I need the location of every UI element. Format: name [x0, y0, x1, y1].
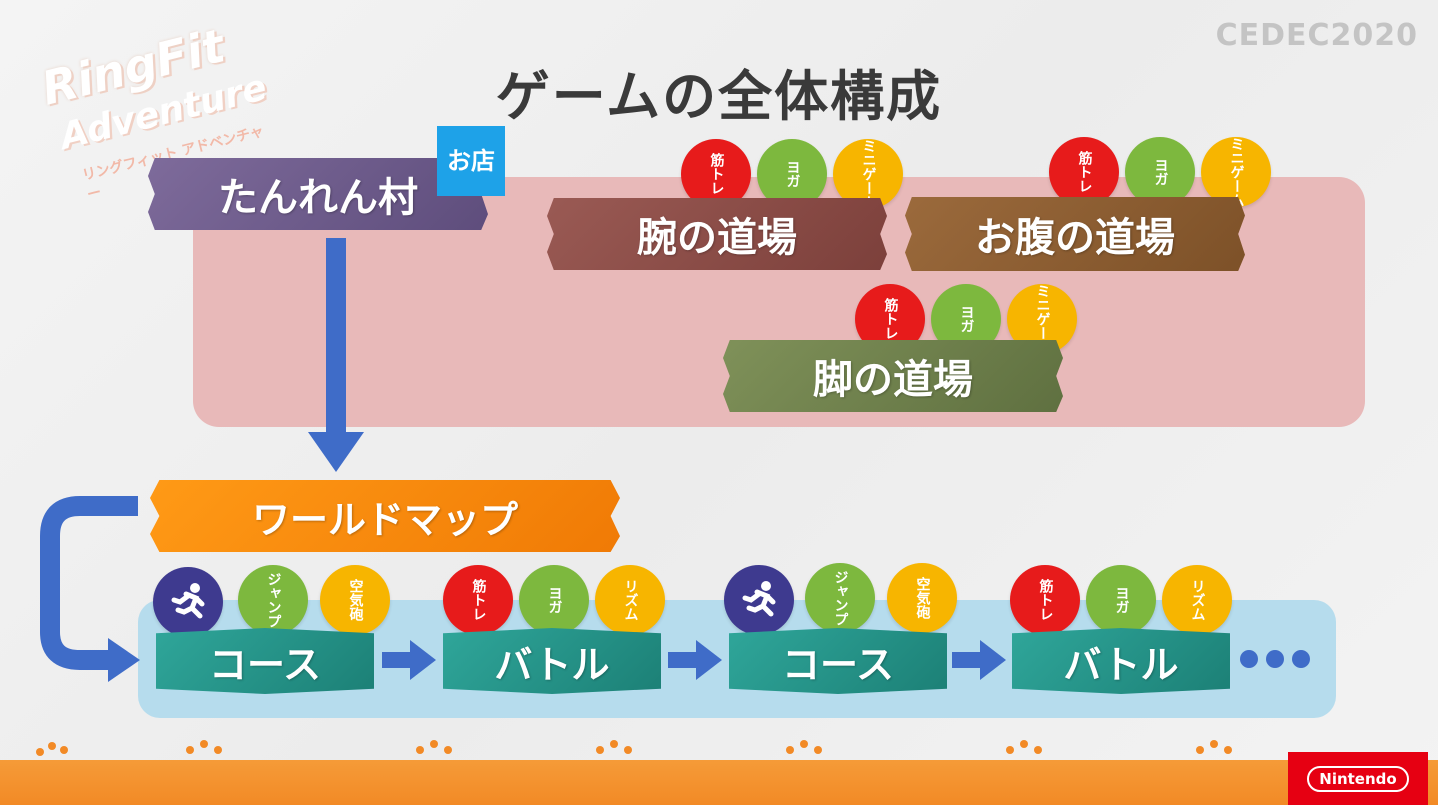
belly-dojo-banner: お腹の道場 — [905, 197, 1245, 271]
arrow-village-to-map — [326, 238, 346, 438]
stage-course-1: コース — [156, 628, 374, 694]
mode-circle-jump: ジャンプ — [805, 563, 875, 633]
ellipsis-dot — [1292, 650, 1310, 668]
ground-strip — [0, 760, 1438, 805]
leg-dojo-banner: 脚の道場 — [723, 340, 1063, 412]
stage-course-2: コース — [729, 628, 947, 694]
arrow-stage-1 — [382, 652, 412, 668]
arrow-stage-2 — [668, 652, 698, 668]
ellipsis-dot — [1240, 650, 1258, 668]
arrow-head-village-to-map — [308, 432, 364, 472]
mode-circle-minigame: ミニゲーム — [833, 139, 903, 209]
arrow-head-stage-3 — [980, 640, 1006, 680]
shop-label: お店 — [447, 147, 495, 175]
mode-circle-yoga: ヨガ — [519, 565, 589, 635]
mode-circle-rhythm: リズム — [595, 565, 665, 635]
more-ellipsis — [1240, 650, 1310, 668]
ellipsis-dot — [1266, 650, 1284, 668]
mode-circle-air-cannon: 空気砲 — [887, 563, 957, 633]
shop-badge: お店 — [437, 126, 505, 196]
arrow-head-stage-1 — [410, 640, 436, 680]
runner-icon — [724, 565, 794, 635]
running-person-icon — [171, 583, 205, 619]
stage-battle-2: バトル — [1012, 628, 1230, 694]
mode-circle-strength: 筋トレ — [443, 565, 513, 635]
running-person-icon — [742, 581, 776, 617]
arrow-head-map-to-course — [108, 638, 140, 682]
plant-decorations — [36, 740, 1232, 756]
mode-circle-air-cannon: 空気砲 — [320, 565, 390, 635]
mode-circle-yoga: ヨガ — [1125, 137, 1195, 207]
mode-circle-minigame: ミニゲーム — [1201, 137, 1271, 207]
nintendo-logo: Nintendo — [1288, 752, 1428, 805]
worldmap-banner: ワールドマップ — [150, 480, 620, 552]
mode-circle-rhythm: リズム — [1162, 565, 1232, 635]
arrow-head-stage-2 — [696, 640, 722, 680]
arm-dojo-banner: 腕の道場 — [547, 198, 887, 270]
mode-circle-strength: 筋トレ — [681, 139, 751, 209]
event-mark: CEDEC2020 — [1215, 18, 1418, 53]
village-banner: たんれん村 — [148, 158, 488, 230]
arrow-map-to-course — [40, 496, 138, 670]
slide-title: ゲームの全体構成 — [495, 65, 943, 128]
runner-icon — [153, 567, 223, 637]
mode-circle-jump: ジャンプ — [238, 565, 308, 635]
mode-circle-yoga: ヨガ — [757, 139, 827, 209]
mode-circle-yoga: ヨガ — [1086, 565, 1156, 635]
mode-circle-strength: 筋トレ — [1049, 137, 1119, 207]
stage-battle-1: バトル — [443, 628, 661, 694]
mode-circle-strength: 筋トレ — [1010, 565, 1080, 635]
nintendo-logo-text: Nintendo — [1307, 765, 1409, 792]
arrow-stage-3 — [952, 652, 982, 668]
